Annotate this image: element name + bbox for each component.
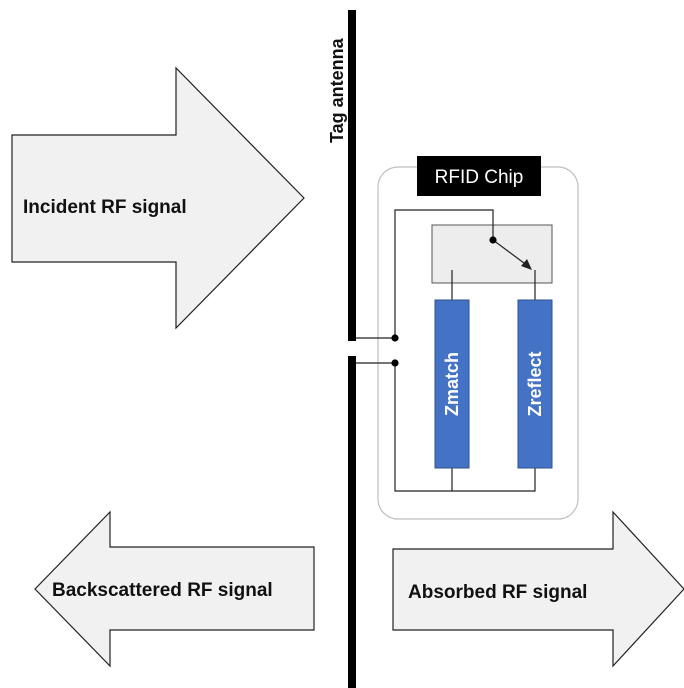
wire-bottom-return bbox=[356, 362, 536, 492]
switch-box bbox=[431, 224, 553, 284]
absorbed-label: Absorbed RF signal bbox=[408, 582, 587, 603]
antenna-upper-bar bbox=[348, 10, 356, 341]
absorbed-arrow bbox=[392, 510, 684, 668]
backscattered-arrow bbox=[34, 510, 315, 668]
wire-top-feed bbox=[356, 209, 494, 339]
antenna-lower-bar bbox=[348, 356, 356, 688]
chip-label-box bbox=[417, 156, 541, 196]
incident-arrow bbox=[11, 66, 305, 330]
zmatch-resistor bbox=[434, 299, 470, 469]
junction-dot-top bbox=[391, 334, 399, 342]
antenna-label: Tag antenna bbox=[327, 37, 347, 143]
zmatch-label: Zmatch bbox=[442, 352, 462, 416]
zreflect-resistor bbox=[517, 299, 553, 469]
chip-label: RFID Chip bbox=[435, 167, 524, 188]
backscattered-label: Backscattered RF signal bbox=[52, 580, 273, 601]
incident-label: Incident RF signal bbox=[23, 197, 187, 218]
switch-blade bbox=[492, 239, 529, 267]
junction-dot-bottom bbox=[391, 359, 399, 367]
zreflect-label: Zreflect bbox=[525, 351, 545, 416]
switch-arrowhead bbox=[521, 259, 532, 270]
switch-pivot-dot bbox=[489, 236, 497, 244]
